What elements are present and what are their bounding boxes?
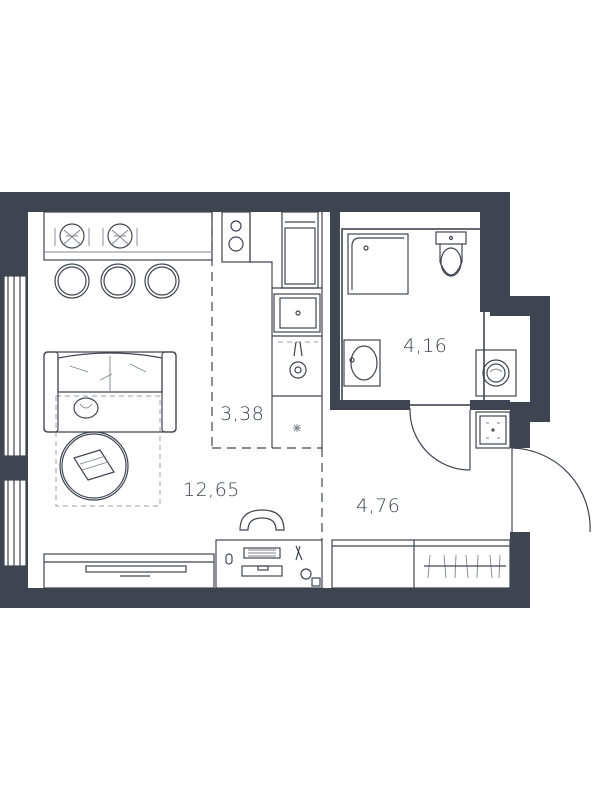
doors — [409, 407, 591, 533]
electrical-panel — [475, 411, 511, 449]
tv-stand — [43, 553, 215, 589]
area-living: 12,65 — [183, 479, 240, 501]
area-labels: 12,65 3,38 4,16 4,76 — [183, 335, 447, 517]
area-hallway: 4,76 — [356, 495, 400, 517]
area-bathroom: 4,16 — [403, 335, 447, 357]
wardrobe — [331, 539, 511, 589]
bathroom-fixtures — [343, 231, 517, 397]
dining-shelf — [43, 211, 213, 299]
zone-dividers — [211, 212, 323, 540]
walls — [0, 192, 550, 608]
windows — [3, 275, 27, 567]
desk — [215, 509, 323, 589]
area-kitchen: 3,38 — [220, 403, 264, 425]
kitchen-units — [221, 211, 323, 448]
sofa-area — [43, 351, 177, 507]
